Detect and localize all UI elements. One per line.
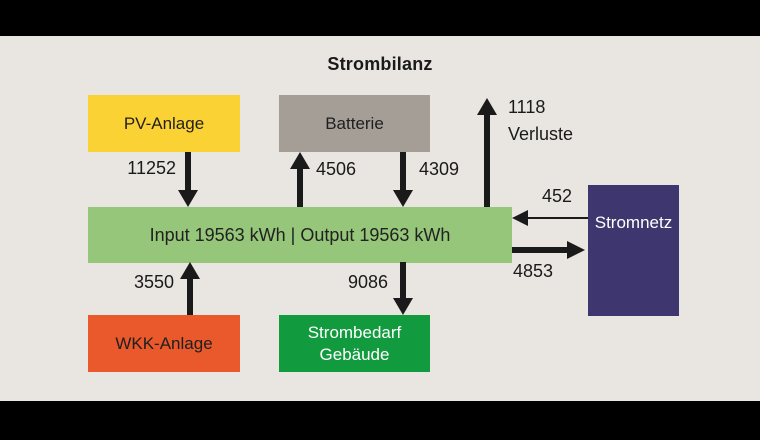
flow-label-battery-to-bus: 4309 xyxy=(419,159,460,179)
diagram-title: Strombilanz xyxy=(327,54,433,74)
arrow-bus-to-grid-shaft xyxy=(512,247,568,253)
bus-bar-label: Input 19563 kWh | Output 19563 kWh xyxy=(149,225,451,245)
flow-label-bus-to-grid: 4853 xyxy=(513,261,554,281)
arrow-pv-to-bus-head xyxy=(178,190,198,207)
node-strombedarf-label-line2: Gebäude xyxy=(319,344,390,364)
letterbox-bottom xyxy=(0,401,760,440)
flow-label-grid-to-bus: 452 xyxy=(541,186,572,206)
arrow-grid-to-bus-shaft xyxy=(527,217,588,219)
flow-label-bus-to-demand: 9086 xyxy=(347,272,388,292)
arrow-bus-to-grid-head xyxy=(567,241,585,259)
flow-label-pv-to-bus: 11252 xyxy=(127,158,176,178)
arrow-bus-to-demand-head xyxy=(393,298,413,315)
node-strombedarf-label-line1: Strombedarf xyxy=(307,322,402,342)
arrow-pv-to-bus-shaft xyxy=(185,152,191,191)
letterbox-top xyxy=(0,0,760,36)
node-strombedarf-gebaeude: Strombedarf Gebäude xyxy=(279,315,430,372)
flow-label-bus-to-battery: 4506 xyxy=(316,159,357,179)
node-batterie: Batterie xyxy=(279,95,430,152)
bus-bar-input-output: Input 19563 kWh | Output 19563 kWh xyxy=(88,207,512,263)
arrow-chp-to-bus-head xyxy=(180,262,200,279)
arrow-battery-to-bus-head xyxy=(393,190,413,207)
arrow-bus-to-battery-shaft xyxy=(297,168,303,207)
node-stromnetz-label: Stromnetz xyxy=(594,213,673,232)
flow-label-losses-value: 1118 xyxy=(508,97,546,117)
flow-label-losses-text: Verluste xyxy=(508,124,574,144)
node-batterie-label: Batterie xyxy=(325,113,384,133)
node-stromnetz: Stromnetz xyxy=(588,185,679,316)
arrow-bus-to-losses-shaft xyxy=(484,114,490,207)
node-pv-anlage-label: PV-Anlage xyxy=(123,113,205,133)
arrow-battery-to-bus-shaft xyxy=(400,152,406,191)
arrow-bus-to-battery-head xyxy=(290,152,310,169)
node-pv-anlage: PV-Anlage xyxy=(88,95,240,152)
arrow-bus-to-demand-shaft xyxy=(400,262,406,299)
arrow-chp-to-bus-shaft xyxy=(187,278,193,315)
arrow-grid-to-bus-head xyxy=(512,210,528,226)
flow-label-chp-to-bus: 3550 xyxy=(133,272,174,292)
arrow-bus-to-losses-head xyxy=(477,98,497,115)
node-wkk-anlage: WKK-Anlage xyxy=(88,315,240,372)
node-wkk-anlage-label: WKK-Anlage xyxy=(115,333,213,353)
